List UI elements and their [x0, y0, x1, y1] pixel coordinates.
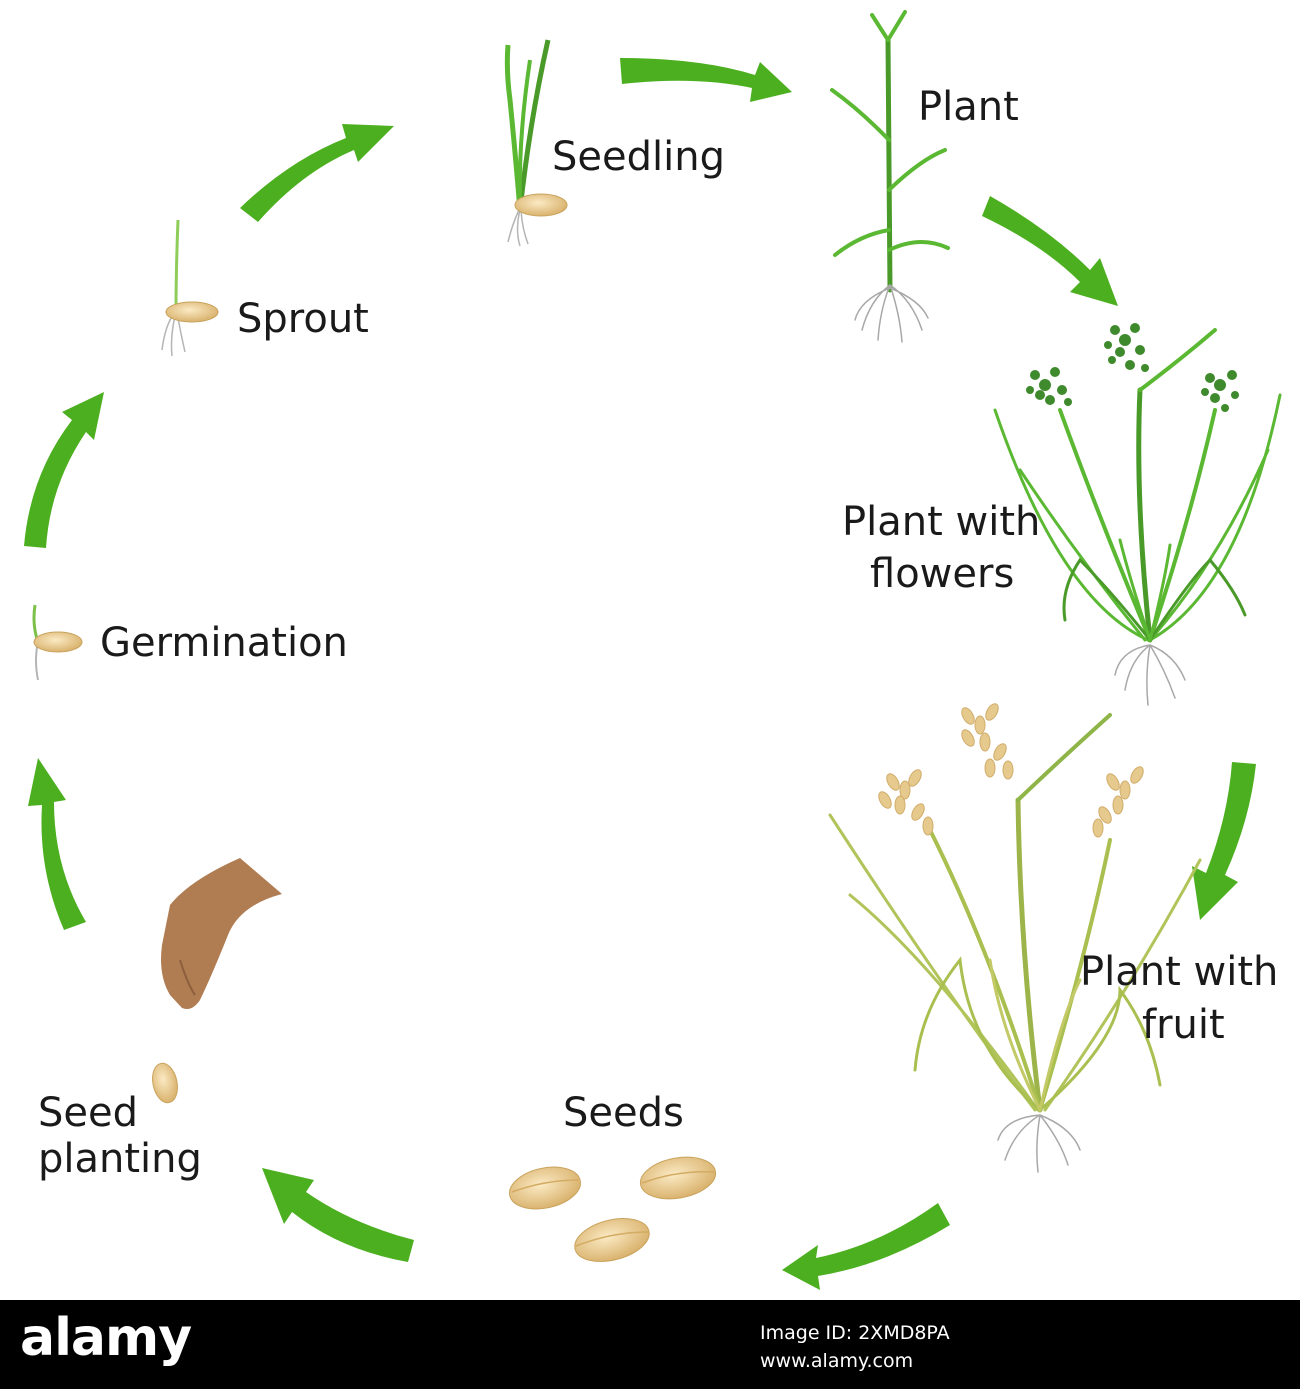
germinating-seed-illustration	[32, 604, 83, 681]
flowering-plant-illustration	[993, 323, 1282, 706]
label-seedling: Seedling	[552, 134, 725, 180]
seedling-illustration	[504, 39, 568, 247]
label-planting-line2: planting	[38, 1136, 202, 1182]
label-fruit-line2: fruit	[1142, 1002, 1225, 1048]
image-id: Image ID: 2XMD8PA	[760, 1322, 950, 1344]
hand-planting-illustration	[152, 858, 282, 1104]
life-cycle-diagram: Seedling Plant Plant with flowers Plant …	[24, 10, 1282, 1290]
cycle-arrow	[28, 758, 86, 930]
cycle-arrow	[782, 1203, 950, 1290]
label-plant: Plant	[918, 84, 1019, 130]
cycle-arrow	[620, 58, 792, 102]
sprout-illustration	[161, 219, 219, 357]
label-flowers-line1: Plant with	[842, 499, 1040, 545]
label-fruit-line1: Plant with	[1080, 949, 1278, 995]
seeds-illustration	[509, 1156, 717, 1262]
label-germination: Germination	[100, 620, 348, 666]
label-seeds: Seeds	[563, 1090, 684, 1136]
watermark-footer: alamy Image ID: 2XMD8PA www.alamy.com	[0, 1300, 1300, 1389]
young-plant-illustration	[830, 10, 950, 343]
cycle-arrow	[982, 196, 1118, 306]
cycle-arrow	[1192, 762, 1256, 920]
cycle-arrow	[262, 1168, 414, 1262]
cycle-arrow	[24, 392, 104, 548]
site-url: www.alamy.com	[760, 1350, 914, 1372]
label-flowers-line2: flowers	[870, 551, 1014, 597]
label-sprout: Sprout	[237, 296, 369, 342]
brand-logo: alamy	[20, 1308, 192, 1368]
label-planting-line1: Seed	[38, 1090, 138, 1136]
cycle-arrow	[240, 124, 394, 222]
fruiting-plant-illustration	[828, 703, 1202, 1173]
